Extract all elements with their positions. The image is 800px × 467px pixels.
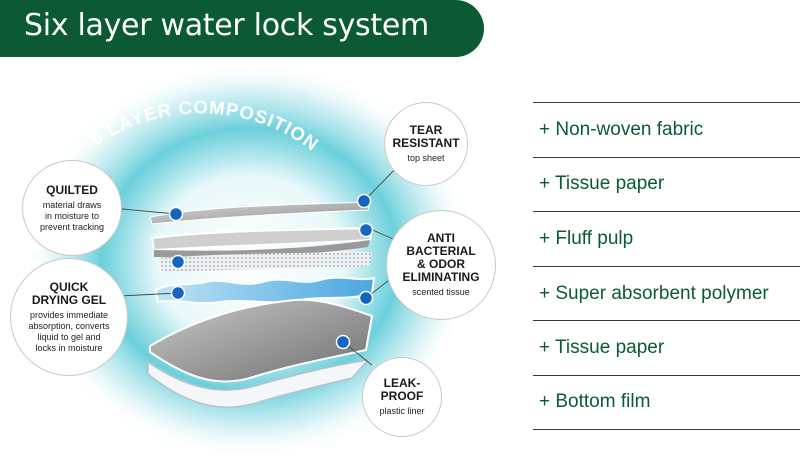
dot-fluff	[170, 254, 186, 270]
callout-tear-title: TEAR RESISTANT	[392, 123, 460, 150]
dot-gel	[170, 285, 186, 301]
layer-top-sheet	[149, 201, 371, 225]
header-banner: Six layer water lock system	[0, 0, 484, 57]
layer-diagram: 6 LAYER COMPOSITION	[0, 60, 520, 467]
layer-label-tissue-bottom: + Tissue paper	[539, 337, 665, 359]
layer-gel	[154, 276, 376, 305]
diagram-artwork: 6 LAYER COMPOSITION	[25, 60, 475, 460]
callout-leak-desc: plastic liner	[379, 406, 425, 416]
layer-list-item: + Bottom film	[533, 374, 800, 430]
layer-label-non-woven: + Non-woven fabric	[539, 118, 704, 140]
callout-quilted-desc: material draws in moisture to prevent tr…	[39, 199, 105, 232]
dot-quilted	[168, 206, 184, 222]
layer-tissue-top-edge	[154, 240, 370, 258]
callout-quilted-title: QUILTED	[46, 182, 98, 197]
layer-list-item: + Super absorbent polymer	[533, 265, 800, 321]
layer-list-item: + Tissue paper	[533, 320, 800, 375]
callout-quilted: QUILTED material draws in moisture to pr…	[22, 160, 122, 256]
callout-leak-title: LEAK- PROOF	[380, 376, 424, 403]
layer-list-item: + Tissue paper	[533, 156, 800, 212]
layer-label-bottom-film: + Bottom film	[539, 391, 651, 413]
dot-anti	[358, 222, 374, 238]
layer-tissue-bottom	[149, 298, 374, 383]
callout-gel-desc: provides immediate absorption, converts …	[28, 309, 110, 353]
callout-tear: TEAR RESISTANT top sheet	[384, 102, 468, 186]
layer-fluff-dots	[160, 252, 372, 272]
callout-leak: LEAK- PROOF plastic liner	[362, 357, 442, 437]
layer-list-item: + Fluff pulp	[533, 211, 800, 266]
dot-tear	[356, 193, 372, 209]
layer-list-item: + Non-woven fabric	[533, 102, 800, 157]
callout-anti-title: ANTI BACTERIAL & ODOR ELIMINATING	[402, 231, 480, 284]
layer-label-tissue-top: + Tissue paper	[539, 173, 665, 195]
layer-label-sap: + Super absorbent polymer	[539, 282, 769, 304]
page-title: Six layer water lock system	[24, 8, 429, 43]
layer-label-fluff: + Fluff pulp	[539, 227, 634, 249]
layer-bottom-film	[147, 358, 370, 408]
callout-anti-desc: scented tissue	[412, 287, 470, 297]
dot-leak	[335, 334, 351, 350]
callout-tear-desc: top sheet	[407, 153, 445, 163]
callout-gel: QUICK DRYING GEL provides immediate abso…	[10, 258, 128, 376]
callout-gel-title: QUICK DRYING GEL	[31, 279, 107, 307]
dot-tissue	[358, 290, 374, 306]
callout-anti: ANTI BACTERIAL & ODOR ELIMINATING scente…	[386, 210, 496, 320]
layer-list: + Non-woven fabric + Tissue paper + Fluf…	[533, 102, 800, 430]
marker-dots	[168, 193, 374, 350]
